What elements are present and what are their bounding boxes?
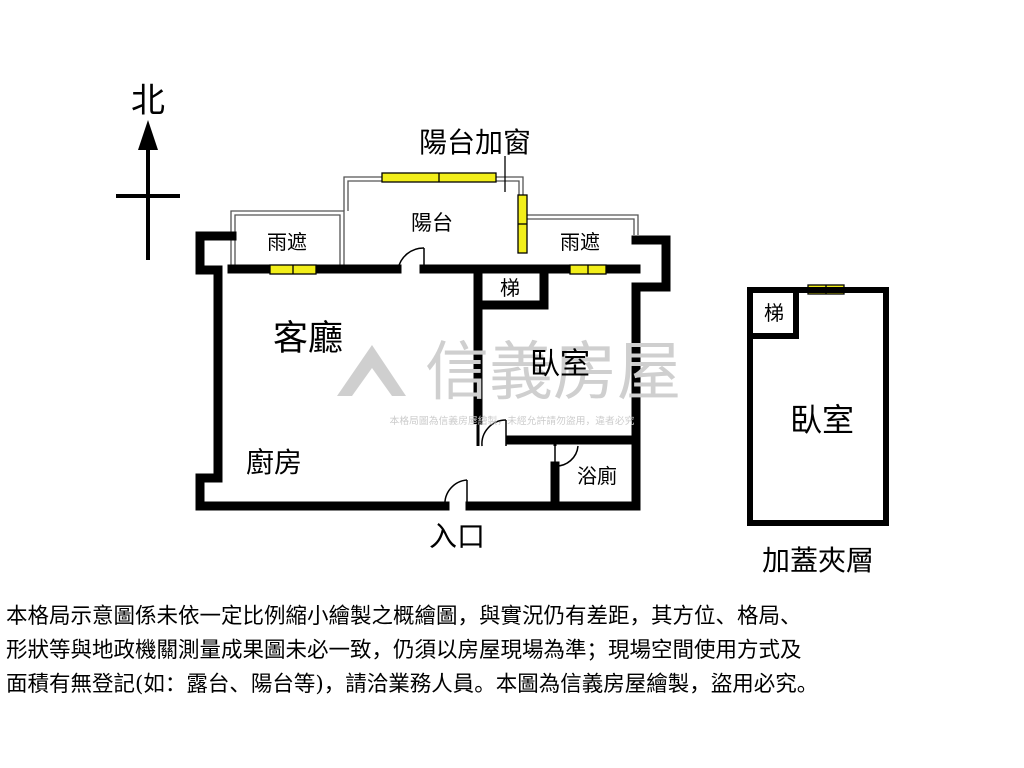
label-stair-main: 梯 [500,276,520,300]
label-awning-left: 雨遮 [267,230,307,254]
watermark-notice: 本格局圖為信義房屋繪製，未經允許請勿盜用，違者必究 [390,414,635,427]
mezzanine-stair-walls [750,290,799,339]
balcony-outline-inner [347,180,520,211]
awning-right-outline-inner [527,218,635,235]
floor-plan: 北 [116,81,889,577]
label-entrance: 入口 [429,520,485,553]
wall-right [631,235,671,511]
door-balcony-icon [397,247,425,270]
label-bedroom-main: 臥室 [530,347,590,382]
wall-left [195,231,450,511]
disclaimer-line-2: 形狀等與地政機關測量成果圖未必一致，仍須以房屋現場為準；現場空間使用方式及 [6,638,802,663]
north-arrow-icon [138,120,158,150]
door-entrance-icon [444,479,468,507]
watermark: 信義房屋 本格局圖為信義房屋繪製，未經允許請勿盜用，違者必究 [337,336,681,427]
label-bedroom-mezz: 臥室 [790,401,854,439]
mezzanine-outline [747,287,889,526]
label-stair-mezz: 梯 [764,301,784,325]
doors [397,247,579,507]
north-label: 北 [131,81,165,121]
disclaimer-text: 本格局示意圖係未依一定比例縮小繪製之概繪圖，與實況仍有差距，其方位、格局、 形狀… [6,600,1022,702]
door-bedroom-icon [481,419,507,447]
door-bathroom-icon [554,445,579,467]
room-labels: 陽台加窗 陽台 雨遮 雨遮 梯 客廳 臥室 廚房 浴廁 入口 梯 臥室 加蓋夾層 [246,126,874,577]
thin-walls [476,420,557,446]
label-mezzanine: 加蓋夾層 [762,544,874,577]
compass: 北 [116,81,180,260]
label-awning-right: 雨遮 [560,230,600,254]
disclaimer-line-1: 本格局示意圖係未依一定比例縮小繪製之概繪圖，與實況仍有差距，其方位、格局、 [6,604,802,629]
window-dividers [292,156,827,294]
disclaimer-line-3: 面積有無登記(如：露台、陽台等)，請洽業務人員。本圖為信義房屋繪製，盜用必究。 [6,672,819,697]
awning-right-outline [523,214,639,235]
label-balcony: 陽台 [411,211,453,235]
awning-left-outline-inner [234,214,341,269]
watermark-logo-inner-icon [352,368,392,396]
label-kitchen: 廚房 [246,446,302,479]
mezzanine-walls [747,287,889,526]
label-balcony-window: 陽台加窗 [419,126,531,159]
label-bathroom: 浴廁 [577,464,617,488]
label-living-room: 客廳 [273,319,343,359]
watermark-brand: 信義房屋 [425,336,681,410]
windows [269,172,845,295]
